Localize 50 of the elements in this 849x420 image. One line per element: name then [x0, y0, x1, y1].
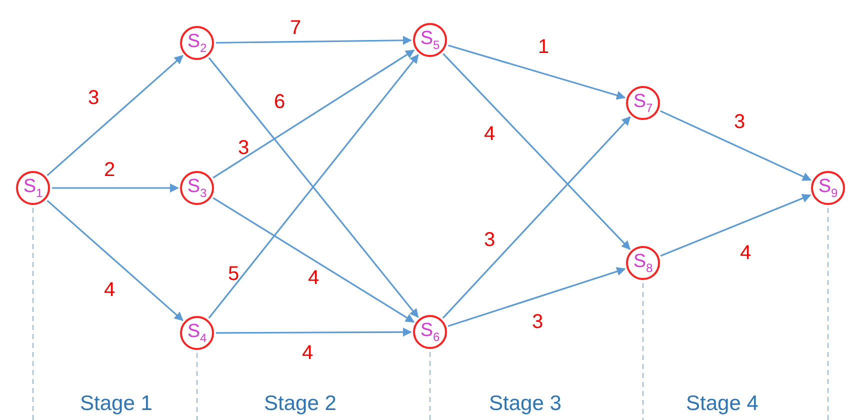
edge-label: 3 — [88, 88, 100, 108]
state-label: S$_{2}$ — [187, 31, 207, 55]
edge-label: 3 — [484, 230, 496, 250]
state-label: S$_{5}$ — [420, 28, 440, 52]
state-label: S$_{4}$ — [187, 321, 207, 345]
arrow — [442, 116, 631, 319]
state-circle — [626, 86, 660, 120]
edge-label: 7 — [290, 18, 302, 38]
edge-label: 4 — [740, 243, 752, 263]
edge-label: 4 — [104, 280, 116, 300]
stage-label: Stage 1 — [80, 392, 152, 416]
state-label: S$_{9}$ — [818, 176, 838, 200]
arrow — [212, 50, 415, 178]
edge-label: 3 — [238, 138, 250, 158]
stage-label: Stage 3 — [489, 392, 562, 416]
edge-label: 2 — [104, 160, 116, 180]
edge-label: 3 — [734, 112, 746, 132]
state-circle — [413, 315, 447, 349]
arrow — [660, 194, 812, 257]
state-circle — [413, 23, 447, 57]
arrow — [216, 36, 412, 45]
state-circle — [180, 316, 214, 350]
edge-label: 6 — [274, 92, 286, 112]
state-circle — [180, 26, 214, 60]
arrow — [448, 44, 626, 100]
edge-label: 3 — [532, 312, 544, 332]
stage-label: Stage 4 — [686, 392, 758, 416]
state-circle — [16, 171, 50, 205]
edge-label: 4 — [484, 124, 496, 144]
arrow — [212, 197, 415, 323]
state-label: S$_{1}$ — [23, 176, 43, 200]
state-label: S$_{7}$ — [633, 91, 653, 115]
arrow — [660, 110, 812, 181]
arrow — [216, 328, 412, 337]
arrow — [46, 54, 184, 176]
edge-label: 1 — [538, 37, 550, 57]
state-label: S$_{3}$ — [187, 176, 207, 200]
edge-label: 4 — [302, 343, 314, 363]
state-circle — [626, 246, 660, 280]
arrow — [442, 53, 630, 250]
state-label: S$_{6}$ — [420, 320, 440, 344]
arrow — [448, 267, 626, 327]
state-label: S$_{8}$ — [633, 251, 653, 275]
stage-label: Stage 2 — [264, 392, 336, 416]
edge-label: 4 — [308, 268, 320, 288]
state-circle — [180, 171, 214, 205]
edge-label: 5 — [228, 264, 240, 284]
state-circle — [811, 171, 845, 205]
arrow — [52, 184, 179, 192]
arrow — [46, 200, 184, 322]
